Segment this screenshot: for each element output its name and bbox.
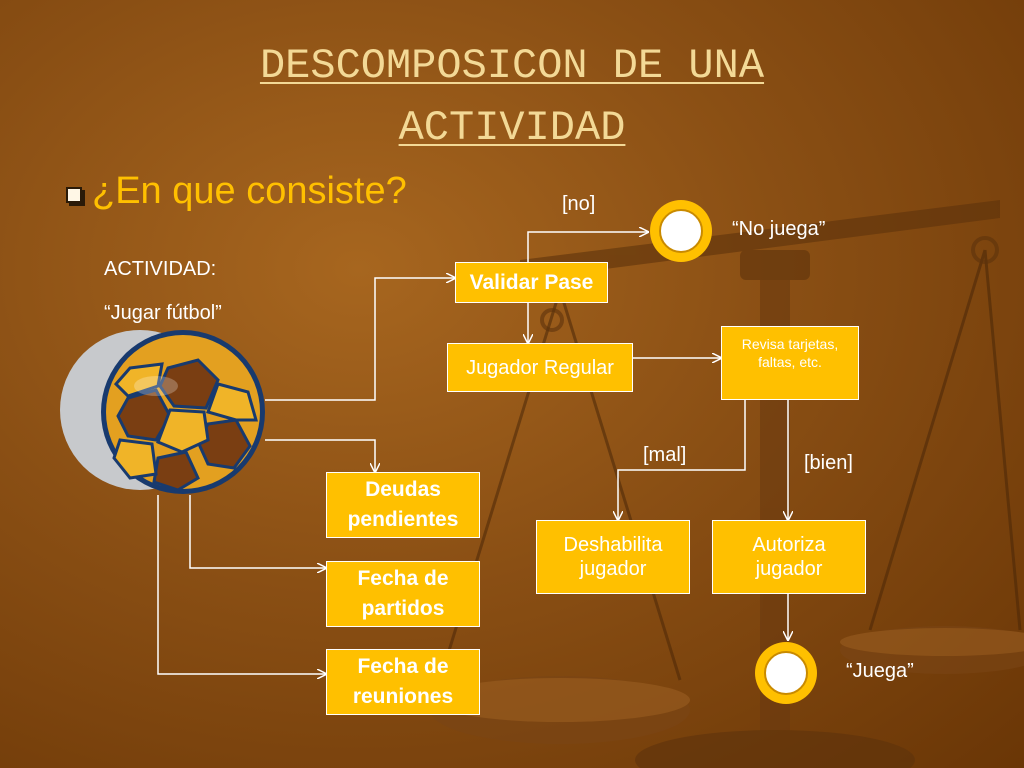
soccer-ball-icon <box>60 330 265 494</box>
guard-bien: [bien] <box>804 452 853 474</box>
final-state-no-juega <box>650 200 712 262</box>
node-autoriza-jugador: Autoriza jugador <box>712 520 866 594</box>
checkbox-bullet-icon <box>66 186 82 203</box>
edge-ball-deudas <box>265 439 375 472</box>
edge-ball-validar <box>265 278 455 401</box>
edge-validar-nojuega <box>527 232 648 262</box>
slide-title-line2: ACTIVIDAD <box>398 104 626 152</box>
node-validar-pase: Validar Pase <box>455 262 608 303</box>
label-juega: “Juega” <box>846 660 914 682</box>
edge-revisa-deshabilita <box>618 400 746 520</box>
guard-mal: [mal] <box>643 444 687 466</box>
node-deudas-pendientes: Deudas pendientes <box>326 472 480 538</box>
final-state-juega-inner <box>764 651 808 695</box>
final-state-no-juega-inner <box>659 209 703 253</box>
bullet-row: ¿En que consiste? <box>66 170 407 213</box>
activity-label: ACTIVIDAD: <box>104 258 217 280</box>
bullet-text: ¿En que consiste? <box>92 170 407 212</box>
node-fecha-partidos: Fecha de partidos <box>326 561 480 627</box>
label-no-juega: “No juega” <box>732 218 826 240</box>
node-fecha-reuniones: Fecha de reuniones <box>326 649 480 715</box>
node-jugador-regular: Jugador Regular <box>447 343 633 392</box>
activity-name: “Jugar fútbol” <box>104 302 222 324</box>
slide-title-line1: DESCOMPOSICON DE UNA <box>259 42 765 90</box>
node-deshabilita-jugador: Deshabilita jugador <box>536 520 690 594</box>
guard-no: [no] <box>562 193 596 215</box>
node-revisa-tarjetas: Revisa tarjetas, faltas, etc. <box>721 326 859 400</box>
edge-ball-reuniones <box>157 495 326 674</box>
edge-ball-partidos <box>189 495 326 568</box>
final-state-juega <box>755 642 817 704</box>
